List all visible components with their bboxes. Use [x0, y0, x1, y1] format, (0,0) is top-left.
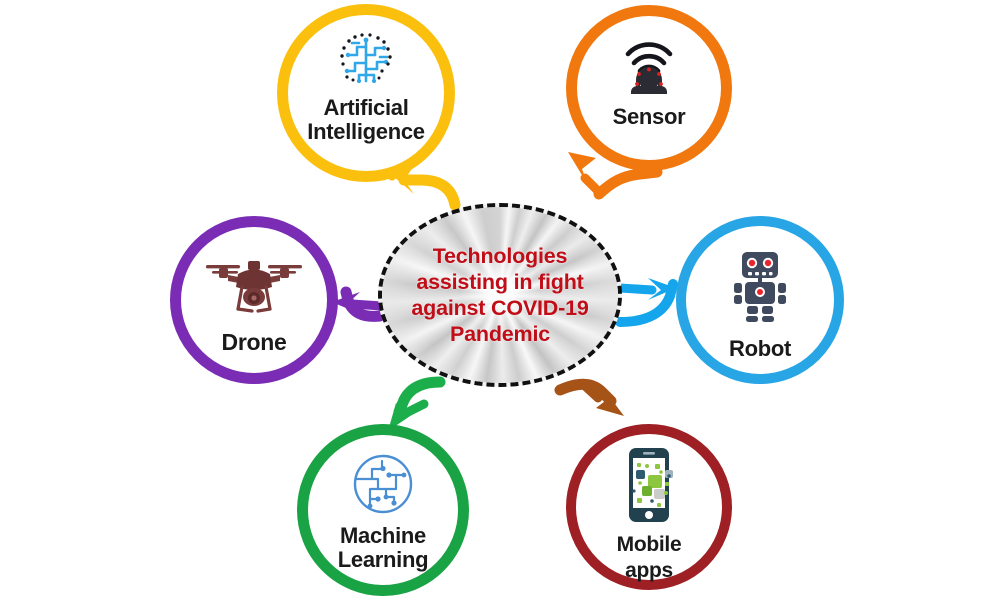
node-machine-learning[interactable]: Machine Learning — [297, 424, 469, 596]
center-text-line-1: Technologies — [432, 243, 568, 268]
arrow-to-drone — [332, 286, 387, 322]
arrow-to-sensor — [568, 152, 663, 200]
circuit-sphere-icon — [352, 453, 414, 520]
node-label-drone: Drone — [222, 330, 287, 355]
ai-label-line-2: Intelligence — [307, 118, 425, 144]
mobile-label-line-1: Mobile — [616, 533, 682, 556]
coronavirus-image-vignette — [382, 207, 618, 383]
node-label-machine-learning: Machine Learning — [338, 524, 429, 572]
ai-label-line-1: Artificial — [323, 95, 409, 120]
center-text-line-4: Pandemic — [450, 322, 550, 347]
drone-label-line-1: Drone — [221, 329, 287, 355]
mobile-label-line-2: apps — [625, 559, 673, 583]
wireless-sensor-icon — [614, 30, 684, 100]
robot-label-line-1: Robot — [728, 336, 792, 361]
node-drone[interactable]: Drone — [170, 216, 338, 384]
node-robot[interactable]: Robot — [676, 216, 844, 384]
center-text-line-2: assisting in fight — [416, 269, 584, 294]
arrow-to-machine-learning — [388, 376, 446, 431]
node-artificial-intelligence[interactable]: Artificial Intelligence — [277, 4, 455, 182]
node-label-mobile-apps: Mobile apps — [617, 532, 682, 585]
ml-label-line-2: Learning — [337, 546, 429, 572]
quadcopter-drone-icon — [202, 253, 306, 324]
robot-icon — [727, 248, 793, 327]
center-hub-text: Technologies assisting in fight against … — [403, 243, 596, 348]
circuit-brain-icon — [335, 31, 397, 92]
node-label-sensor: Sensor — [613, 105, 686, 129]
node-mobile-apps[interactable]: Mobile apps — [566, 424, 732, 590]
node-sensor[interactable]: Sensor — [566, 5, 732, 171]
smartphone-apps-icon — [621, 446, 677, 529]
sensor-label-line-1: Sensor — [612, 104, 686, 129]
arrow-to-mobile-apps — [554, 378, 624, 416]
ml-label-line-1: Machine — [340, 523, 426, 548]
center-hub: Technologies assisting in fight against … — [378, 203, 622, 387]
arrow-to-robot — [615, 278, 678, 327]
node-label-artificial-intelligence: Artificial Intelligence — [307, 95, 425, 144]
node-label-robot: Robot — [729, 337, 791, 361]
center-text-line-3: against COVID-19 — [411, 296, 589, 320]
